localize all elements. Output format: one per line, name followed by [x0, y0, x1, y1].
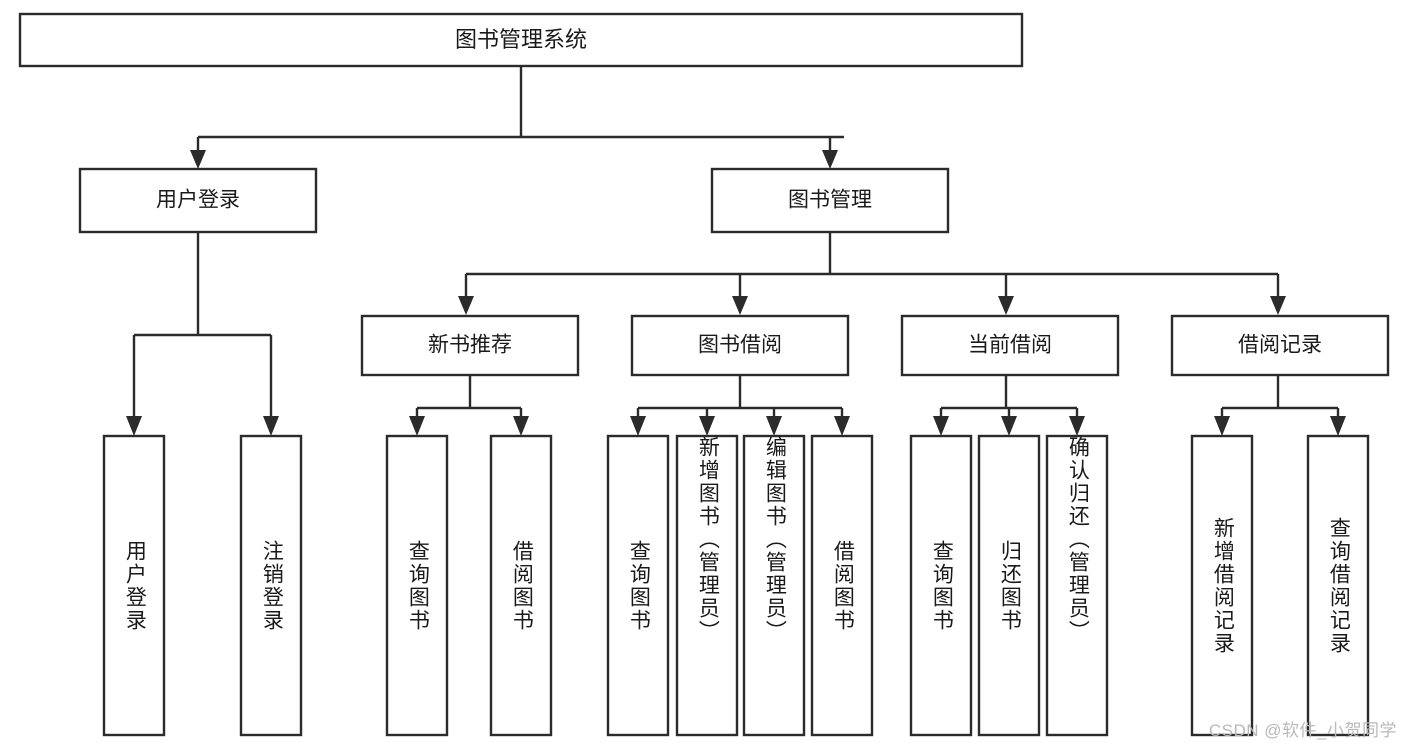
node-user-login[interactable]: 用户登录 [78, 167, 318, 234]
connector-bookmgmt-to-level3 [458, 232, 1286, 315]
connector-borrow-to-leaves [630, 375, 850, 436]
node-book-management-label: 图书管理 [788, 189, 872, 212]
leaf-box-query-borrow-record[interactable] [1306, 434, 1370, 737]
node-new-book-recommend-label: 新书推荐 [428, 334, 512, 357]
node-new-book-recommend[interactable]: 新书推荐 [360, 314, 580, 377]
leaf-box-edit-book-admin[interactable] [742, 434, 806, 737]
node-current-borrow-label: 当前借阅 [968, 334, 1052, 357]
connector-userlogin-to-leaves [126, 232, 279, 436]
leaf-box-user-login[interactable] [102, 434, 166, 737]
leaf-box-add-book-admin[interactable] [675, 434, 739, 737]
leaf-box-borrow-book[interactable] [810, 434, 874, 737]
node-root[interactable]: 图书管理系统 [18, 12, 1024, 68]
node-current-borrow[interactable]: 当前借阅 [900, 314, 1120, 377]
leaf-box-borrow-book-recommend[interactable] [489, 434, 553, 737]
node-book-borrow-label: 图书借阅 [698, 334, 782, 357]
leaf-box-logout[interactable] [239, 434, 303, 737]
watermark: CSDN @软件_小贺同学 [1208, 721, 1397, 740]
node-book-borrow[interactable]: 图书借阅 [630, 314, 850, 377]
node-borrow-records-label: 借阅记录 [1238, 334, 1322, 357]
node-borrow-records[interactable]: 借阅记录 [1170, 314, 1390, 377]
connector-records-to-leaves [1214, 375, 1346, 436]
leaf-box-query-book-borrow[interactable] [606, 434, 670, 737]
node-user-login-label: 用户登录 [156, 189, 240, 212]
connector-newbooks-to-leaves [409, 375, 529, 436]
connector-current-to-leaves [933, 375, 1085, 436]
node-book-management[interactable]: 图书管理 [710, 167, 950, 234]
leaf-box-return-book[interactable] [977, 434, 1041, 737]
leaf-box-confirm-return-admin[interactable] [1045, 434, 1109, 737]
leaf-box-query-book-current[interactable] [909, 434, 973, 737]
leaf-box-add-borrow-record[interactable] [1190, 434, 1254, 737]
node-root-label: 图书管理系统 [455, 27, 587, 52]
leaf-box-query-book-recommend[interactable] [385, 434, 449, 737]
connector-root-to-level2 [190, 66, 844, 169]
